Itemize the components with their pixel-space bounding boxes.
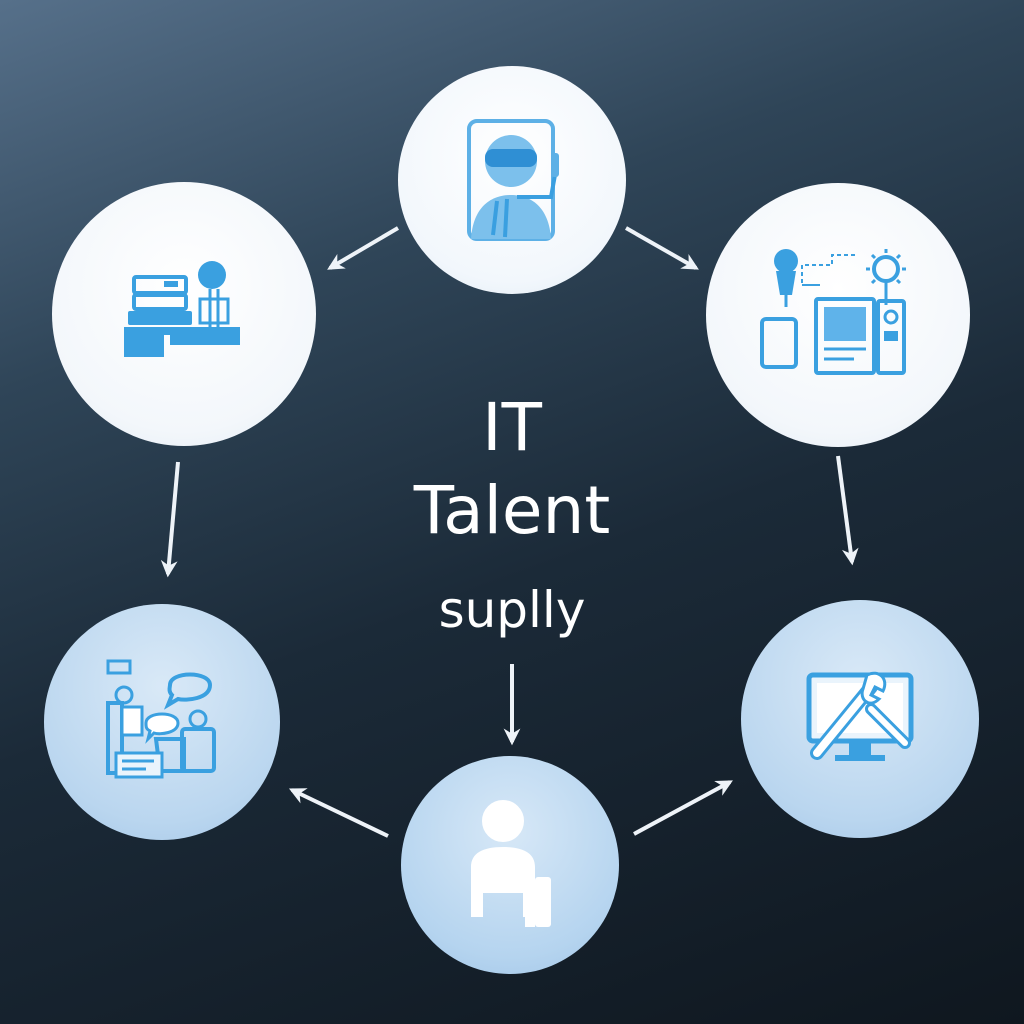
arrow-top-to-left [327, 226, 400, 270]
node-bottom [401, 756, 619, 974]
arrow-top-to-right [625, 226, 699, 270]
node-top [398, 66, 626, 294]
title-line-talent: Talent [413, 472, 611, 549]
arrow-right-down [836, 455, 859, 566]
node-bottom-right [741, 600, 979, 838]
title-line-supply: suplly [438, 581, 586, 639]
person-icon [471, 800, 551, 927]
center-title: IT Talent suplly [312, 388, 712, 660]
node-bottom-left [44, 604, 280, 840]
server-desk-icon [124, 261, 240, 357]
node-right [706, 183, 970, 447]
arrow-bottom-to-bottom-right [633, 780, 733, 836]
title-line-it: IT [482, 389, 542, 466]
chat-meeting-icon [106, 659, 216, 779]
node-left [52, 182, 316, 446]
lab-equipment-devices-icon [760, 249, 906, 375]
monitor-tools-icon [806, 671, 914, 761]
vr-headset-person-icon [467, 119, 559, 241]
arrow-bottom-to-bottom-left [288, 788, 389, 838]
arrow-left-down [160, 461, 180, 578]
